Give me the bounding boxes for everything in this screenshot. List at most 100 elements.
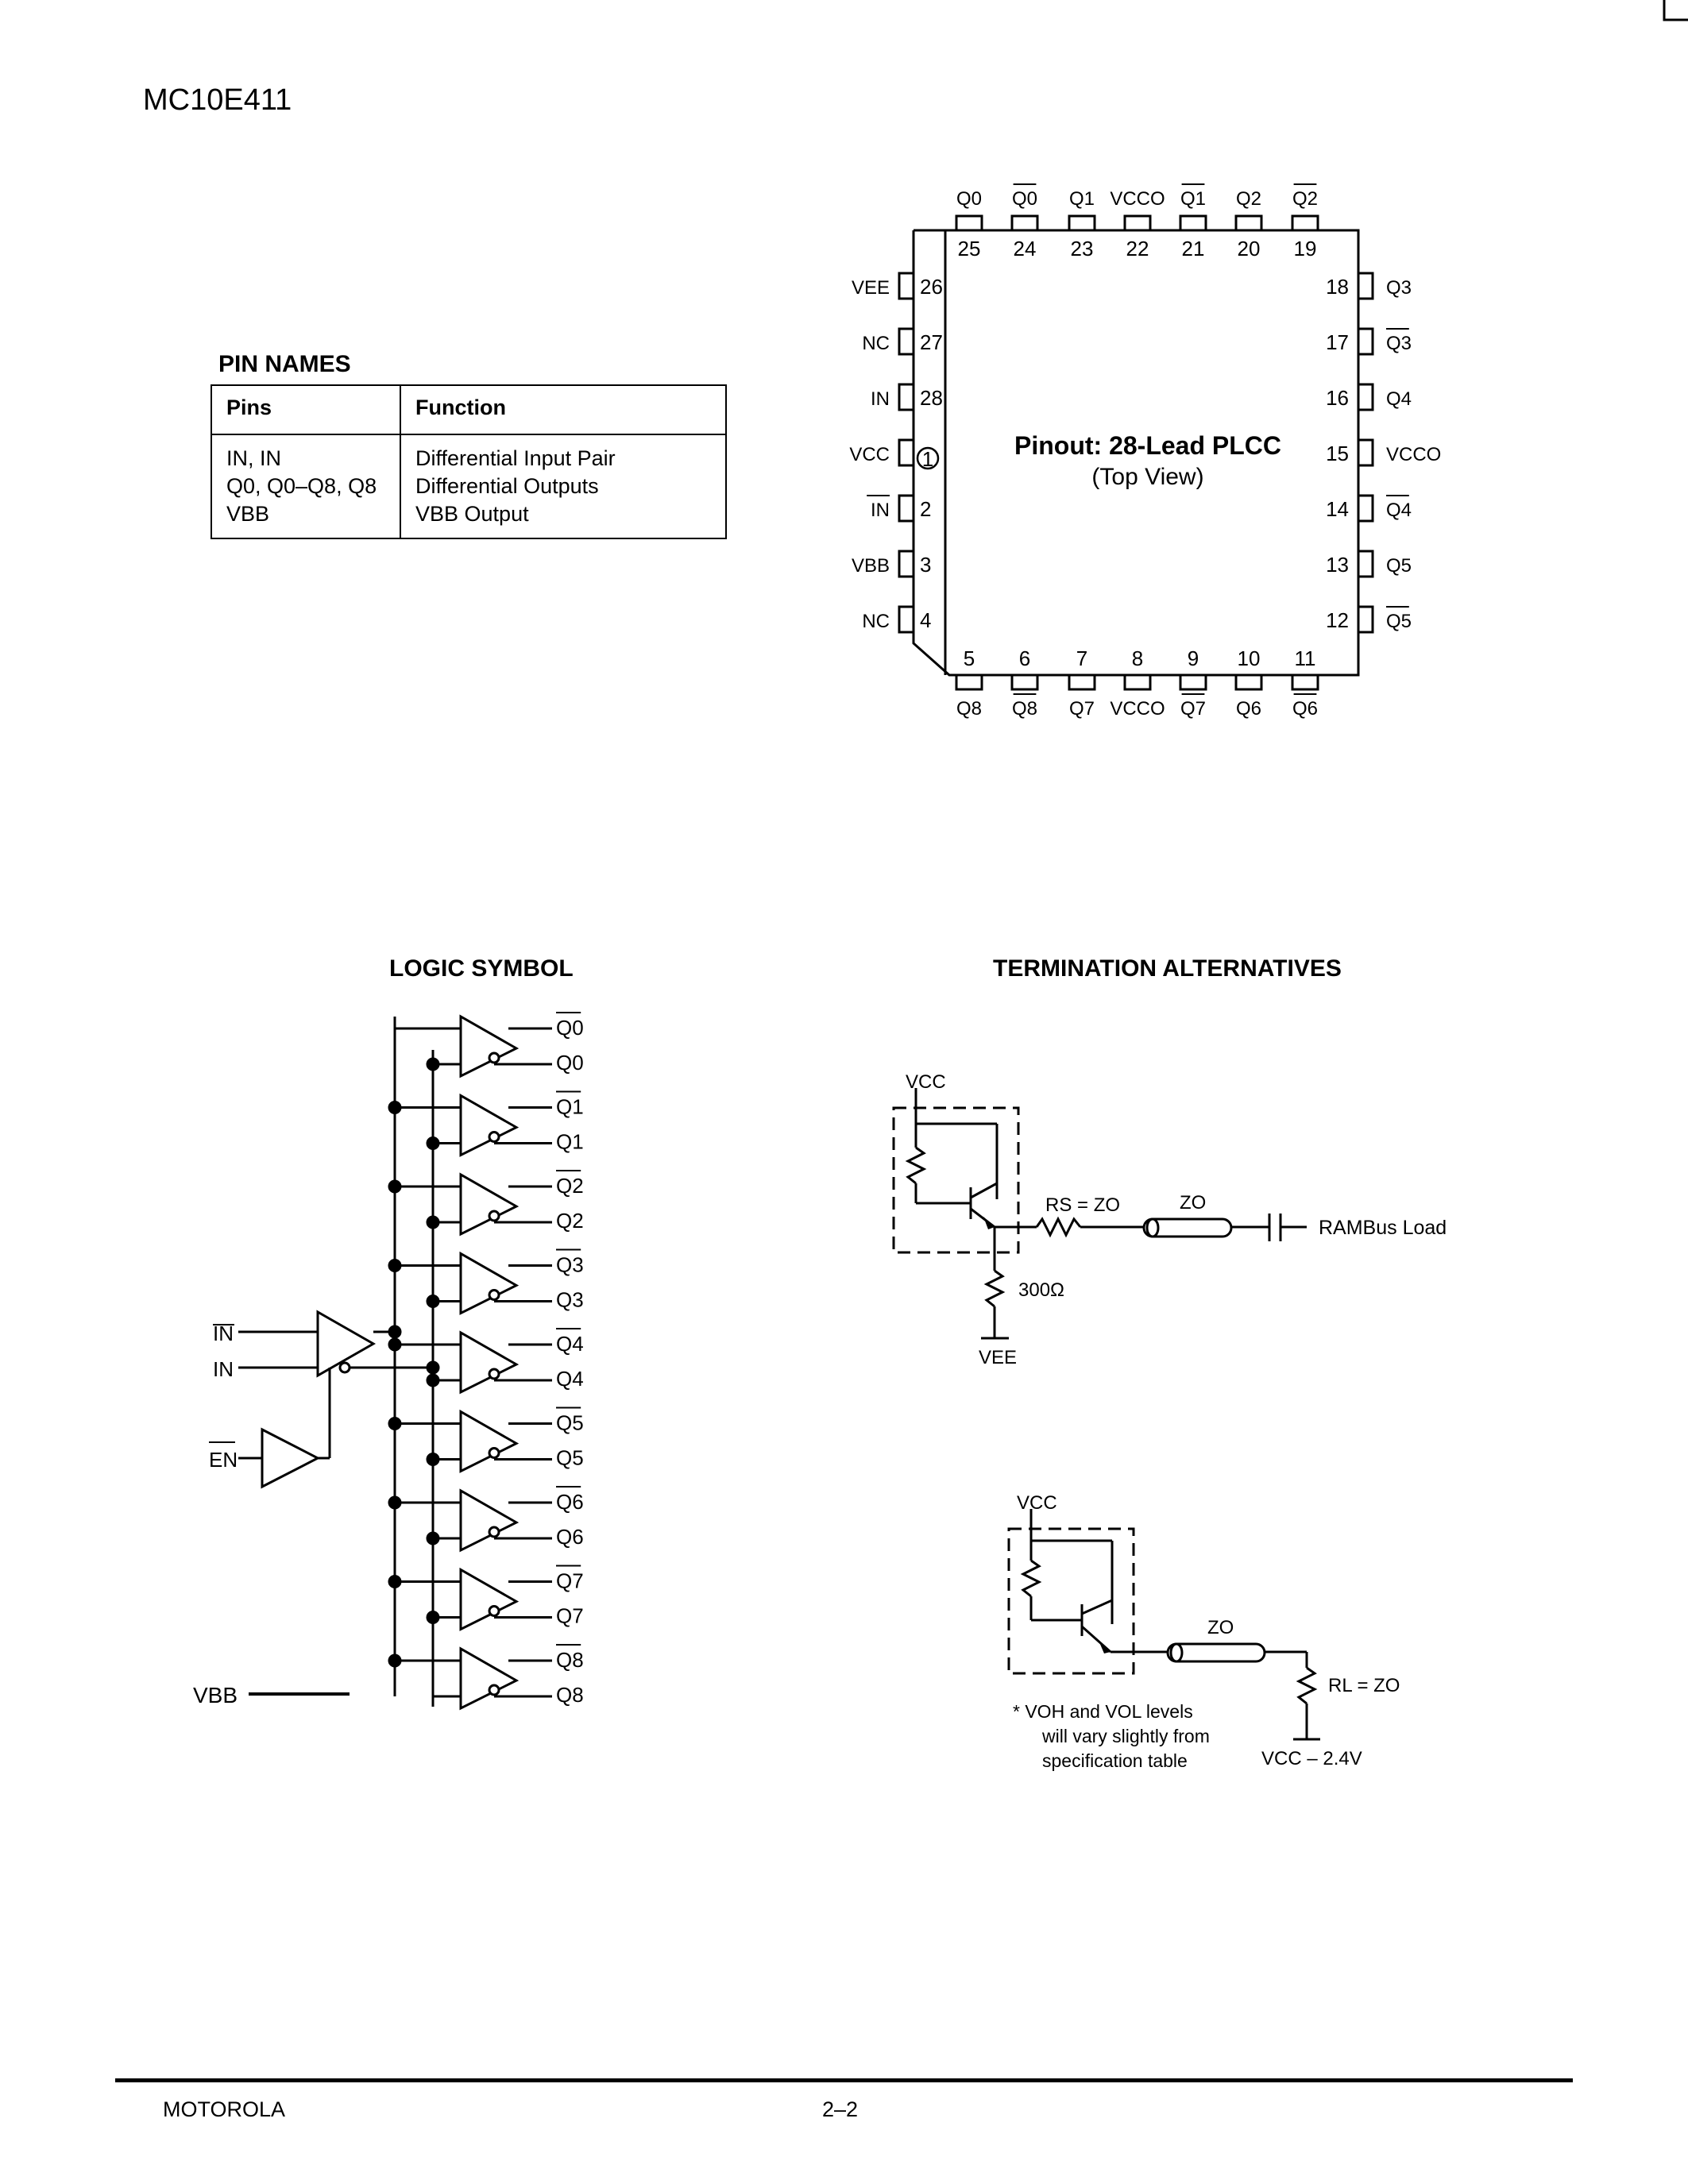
inversion-bubble (488, 1605, 500, 1617)
pin-pad (1123, 673, 1152, 691)
pin-label: Q0 (956, 188, 982, 210)
pin-number: 23 (1071, 237, 1094, 260)
vbb-label: VBB (193, 1683, 238, 1707)
output-label-bar: Q0 (556, 1051, 584, 1075)
inversion-bubble (488, 1131, 500, 1143)
input-label-in-bar: IN (213, 1357, 234, 1381)
junction-dot (388, 1495, 402, 1510)
emitter-arrow (983, 1217, 995, 1229)
pin-label: Q8 (1012, 698, 1037, 720)
pin-label: VEE (852, 277, 890, 299)
pin-number: 17 (1326, 330, 1349, 354)
pin-pad (1357, 272, 1374, 300)
pin-label: VCC (849, 444, 890, 465)
pin-pad (1123, 214, 1152, 232)
termination-title: TERMINATION ALTERNATIVES (993, 955, 1342, 982)
input-label-en: EN (209, 1448, 238, 1472)
crop-mark (1663, 0, 1688, 21)
pin-number: 10 (1238, 646, 1261, 670)
inversion-bubble (488, 1289, 500, 1301)
pin-number: 12 (1326, 608, 1349, 632)
pin-label: VCCO (1110, 698, 1165, 720)
output-label: Q6 (556, 1490, 584, 1514)
pin-pad (1291, 673, 1319, 691)
junction-dot (388, 1259, 402, 1272)
output-label: Q4 (556, 1332, 584, 1356)
footer-brand: MOTOROLA (163, 2097, 286, 2121)
pin-pad (898, 605, 915, 634)
pin-label: Q6 (1236, 698, 1261, 720)
junction-dot (388, 1653, 402, 1668)
junction-dot (426, 1453, 440, 1466)
junction-dot (426, 1373, 440, 1387)
output-label-bar: Q3 (556, 1288, 584, 1312)
inversion-bubble (488, 1051, 500, 1064)
pin-label: IN (871, 500, 890, 521)
junction-dot (388, 1417, 402, 1430)
pin-function: Differential Input Pair (415, 446, 616, 470)
pin-pad (1357, 494, 1374, 523)
pin-name: IN, IN (226, 446, 282, 470)
output-label: Q3 (556, 1253, 584, 1277)
output-label-bar: Q5 (556, 1446, 584, 1470)
pin-pad (898, 494, 915, 523)
vcc-label: VCC (1017, 1492, 1057, 1514)
junction-dot (426, 1136, 440, 1150)
pin-function: Differential Outputs (415, 474, 599, 498)
junction-dot (388, 1101, 402, 1114)
pin-number: 15 (1326, 442, 1349, 465)
emitter-arrow (1099, 1642, 1111, 1653)
pin-label: NC (862, 333, 890, 354)
pin-number: 8 (1132, 646, 1143, 670)
pin-label: VCCO (1110, 188, 1165, 210)
footer-rule (115, 2078, 1573, 2082)
pin-pad (955, 673, 983, 691)
inversion-bubble (488, 1526, 500, 1538)
output-label: Q5 (556, 1411, 584, 1435)
pin-number: 26 (920, 275, 943, 299)
pin-pad (1010, 673, 1039, 691)
inversion-bubble (488, 1210, 500, 1222)
pin-label: Q8 (956, 698, 982, 720)
pin-number: 25 (958, 237, 981, 260)
note-line: specification table (1042, 1750, 1188, 1771)
output-label: Q2 (556, 1174, 584, 1198)
pin-number: 2 (920, 497, 931, 521)
resistor-value-label: 300Ω (1018, 1279, 1064, 1301)
pin-pad (1179, 214, 1207, 232)
vtt-label: VCC – 2.4V (1261, 1748, 1362, 1769)
output-label: Q7 (556, 1569, 584, 1593)
pinout-subtitle: (Top View) (1091, 464, 1203, 490)
pin-label: NC (862, 611, 890, 632)
note-line: will vary slightly from (1041, 1726, 1210, 1746)
pin-number: 19 (1294, 237, 1317, 260)
vee-label: VEE (979, 1347, 1017, 1368)
pin-label: Q5 (1386, 611, 1412, 632)
pin-pad (1357, 438, 1374, 467)
pin-label: VBB (852, 555, 890, 577)
pin-pad (898, 327, 915, 356)
function-cell: Differential Input Pair Differential Out… (400, 434, 727, 539)
junction-dot (388, 1337, 402, 1352)
output-label: Q8 (556, 1648, 584, 1672)
pin-number: 16 (1326, 386, 1349, 410)
pin-label: Q2 (1236, 188, 1261, 210)
pin-label: Q7 (1180, 698, 1206, 720)
pin-number: 9 (1188, 646, 1199, 670)
logic-symbol-title: LOGIC SYMBOL (389, 955, 574, 982)
pin-label: Q5 (1386, 555, 1412, 577)
table-row: IN, IN Q0, Q0–Q8, Q8 VBB Differential In… (211, 434, 727, 539)
pin-label: Q4 (1386, 500, 1412, 521)
pin-pad (955, 214, 983, 232)
output-label-bar: Q1 (556, 1130, 584, 1154)
pin-pad (1068, 673, 1096, 691)
pin-number: 27 (920, 330, 943, 354)
pin-pad (1357, 605, 1374, 634)
pin-pad (1068, 214, 1096, 232)
pin-number: 11 (1295, 646, 1316, 670)
pin-pad (1357, 383, 1374, 411)
junction-dot (426, 1531, 440, 1545)
pin-number: 6 (1019, 646, 1030, 670)
column-header-pins: Pins (211, 384, 401, 435)
pin-names-table: Pins Function IN, IN Q0, Q0–Q8, Q8 VBB D… (211, 384, 727, 539)
